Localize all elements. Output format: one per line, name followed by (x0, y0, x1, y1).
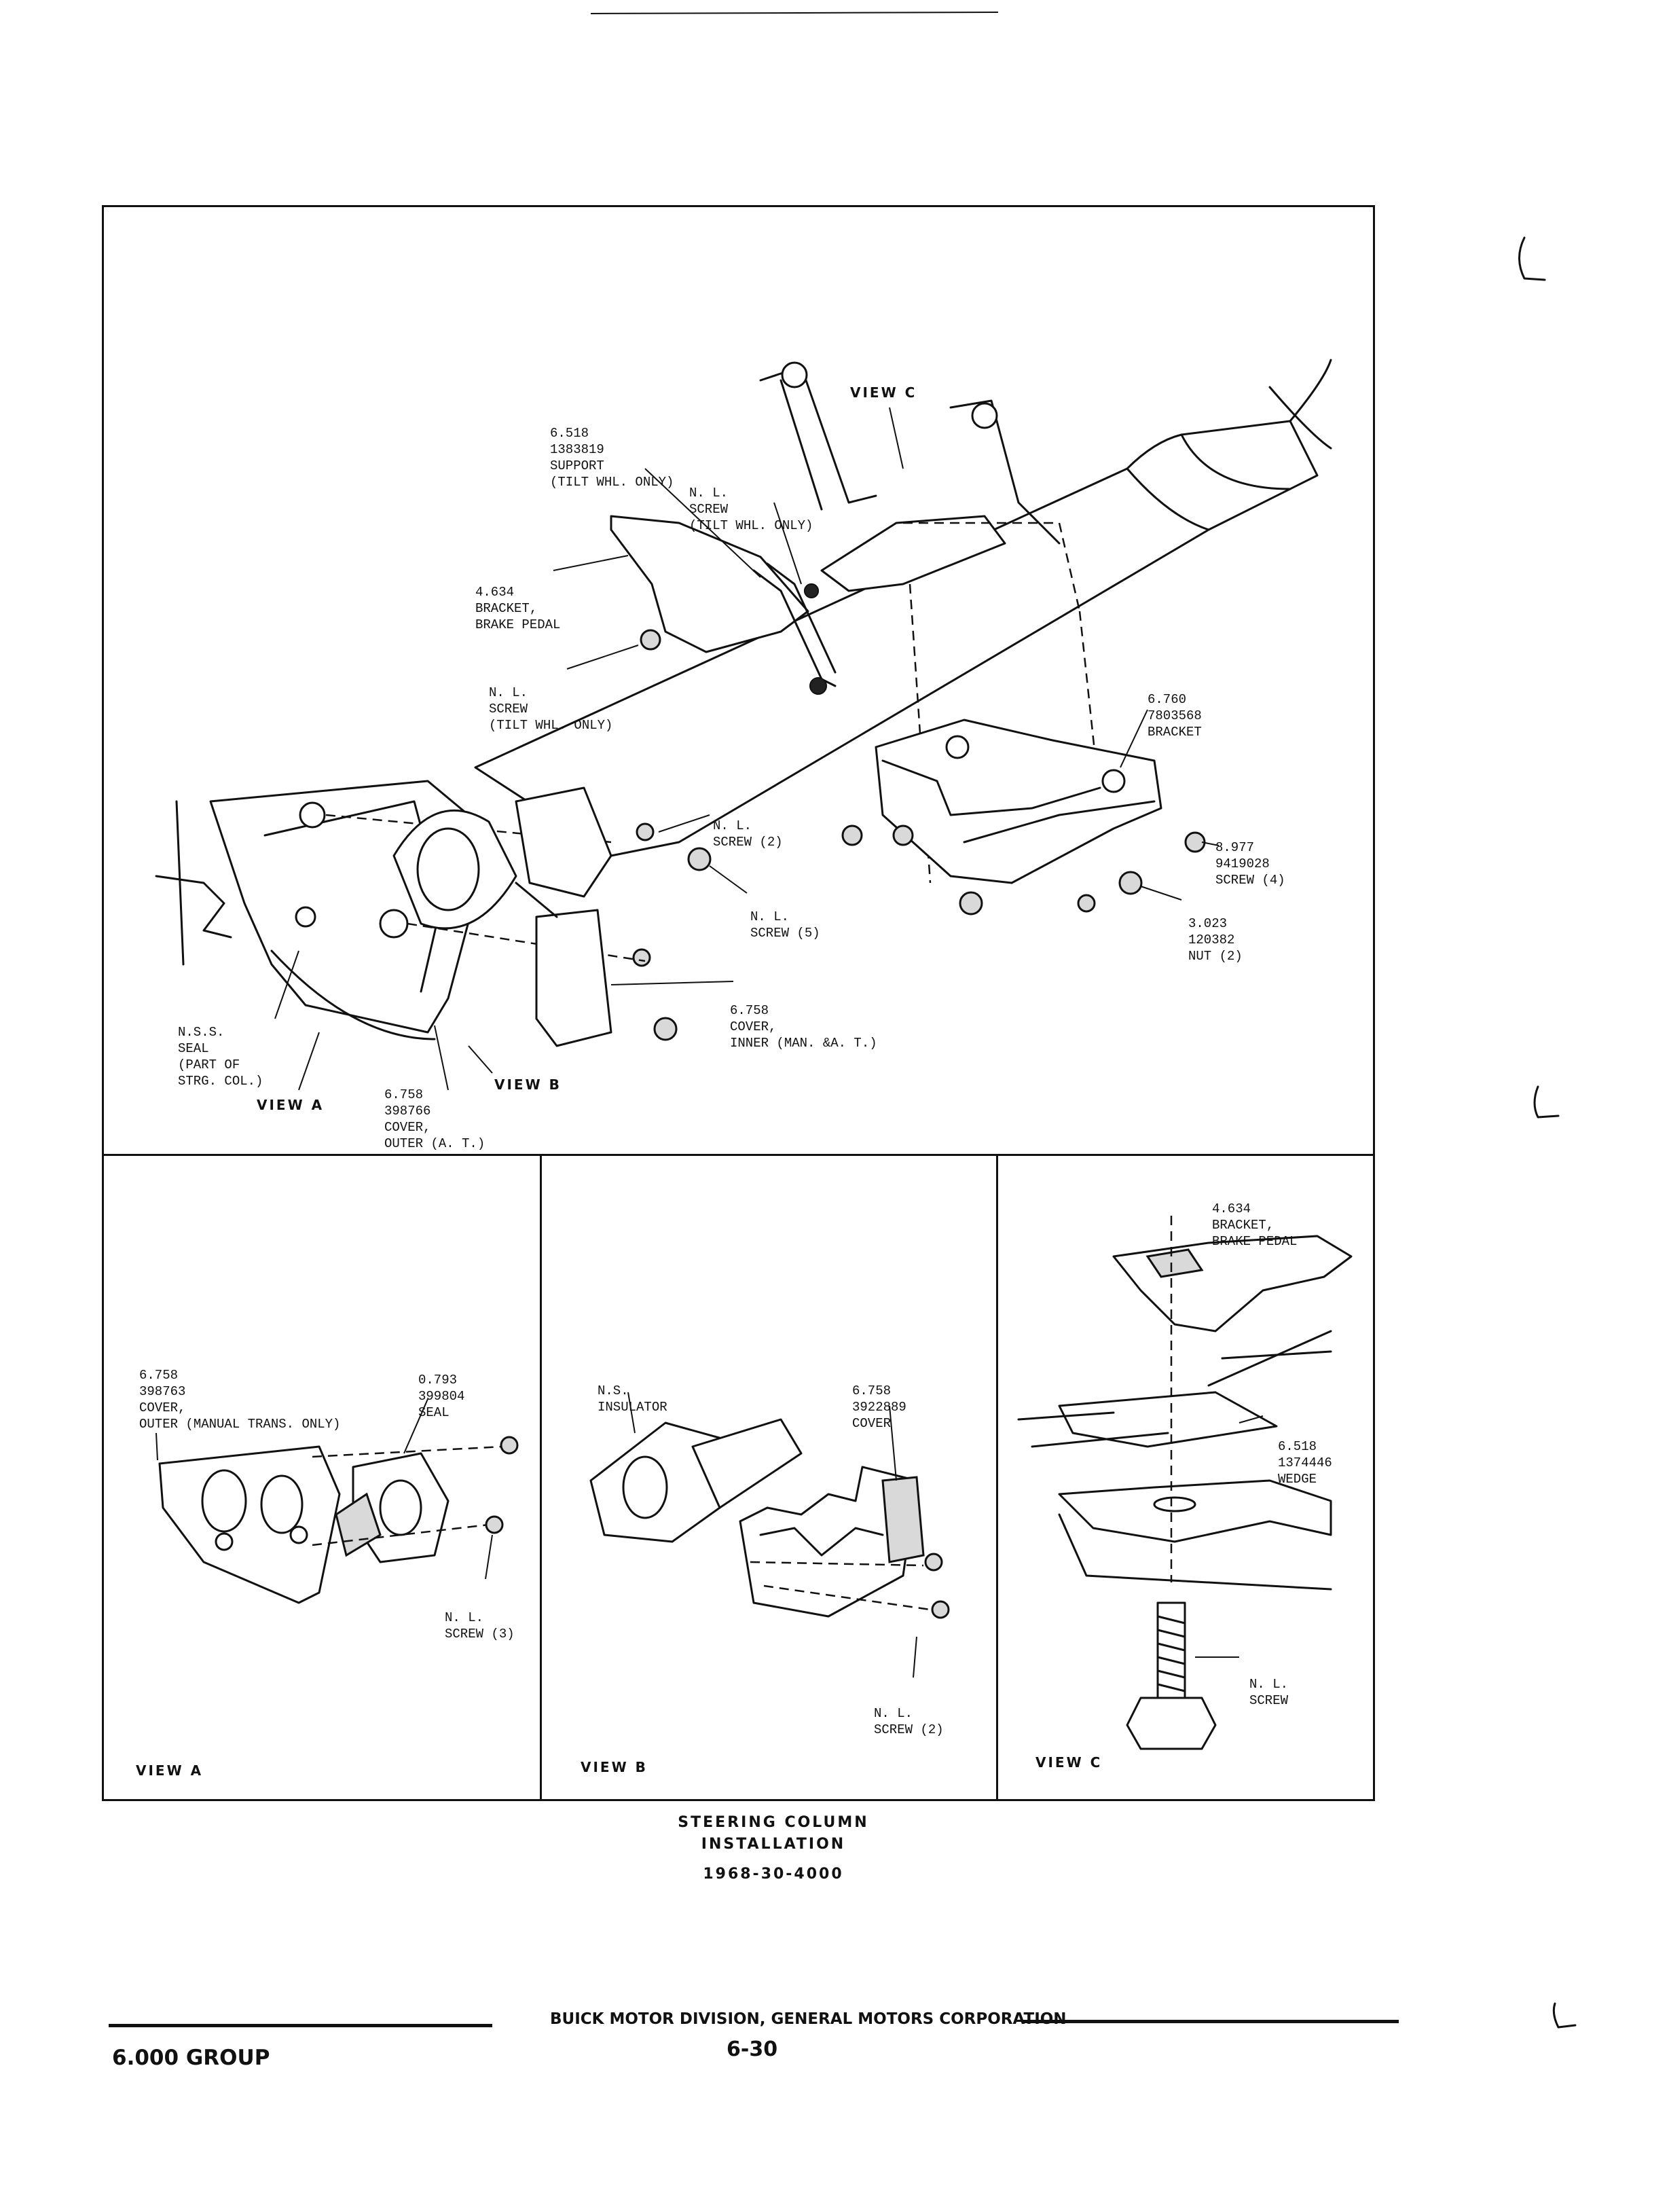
label-screw-tilt-top: N. L.SCREW(TILT WHL. ONLY) (689, 486, 813, 533)
caption-line-3: 1968-30-4000 (703, 1866, 844, 1883)
label-screw-tilt-left: N. L.SCREW(TILT WHL. ONLY) (489, 685, 613, 733)
callout-view-b: VIEW B (494, 1076, 562, 1093)
footer-rule-left (109, 2024, 492, 2027)
view-a-drawing (155, 1398, 519, 1604)
label-screw-2-b: N. L.SCREW (2) (874, 1706, 944, 1737)
caption-line-2: INSTALLATION (701, 1836, 846, 1853)
view-c-title: VIEW C (1035, 1754, 1103, 1771)
callout-view-a: VIEW A (257, 1097, 325, 1113)
label-screw-3: N. L.SCREW (3) (445, 1610, 515, 1642)
seal-wire-and-dash (155, 800, 436, 1040)
footer-rule-right (1022, 2020, 1399, 2023)
footer-division: BUICK MOTOR DIVISION, GENERAL MOTORS COR… (550, 2010, 1067, 2028)
figure-caption: STEERING COLUMN INSTALLATION 1968-30-400… (631, 1812, 916, 1885)
label-screw-5: N. L.SCREW (5) (750, 909, 820, 941)
label-screw-c: N. L.SCREW (1249, 1677, 1289, 1708)
main-view-leaders (274, 407, 1219, 1091)
callout-view-c: VIEW C (850, 384, 917, 401)
margin-mark-3 (1552, 2002, 1577, 2029)
steering-column-shaft (474, 359, 1332, 857)
brake-pedal-bracket (610, 515, 837, 695)
label-insulator: N.S.INSULATOR (598, 1383, 667, 1415)
footer-page-number: 6-30 (727, 2037, 778, 2061)
view-a-title: VIEW A (136, 1762, 204, 1779)
lower-bracket-6760 (875, 719, 1162, 884)
margin-mark-1 (1518, 236, 1546, 281)
view-c-drawing (1017, 1216, 1353, 1750)
label-screw-2: N. L.SCREW (2) (713, 818, 783, 850)
column-collar-assembly (392, 786, 612, 1047)
footer-group: 6.000 GROUP (112, 2046, 270, 2070)
view-c-frame (996, 1154, 1375, 1801)
caption-line-1: STEERING COLUMN (678, 1814, 869, 1831)
margin-mark-2 (1533, 1085, 1560, 1119)
scan-line (590, 12, 999, 14)
view-b-title: VIEW B (581, 1759, 648, 1775)
view-b-drawing (589, 1392, 950, 1678)
